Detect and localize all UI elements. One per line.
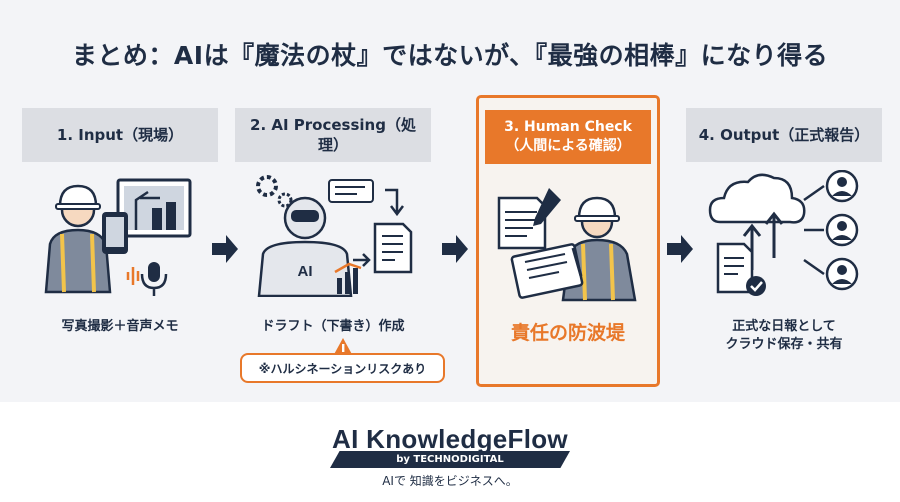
- ai-robot-illustration: AI: [256, 175, 413, 297]
- hallucination-warning: ※ハルシネーションリスクあり: [240, 353, 445, 383]
- step-4-caption: 正式な日報として クラウド保存・共有: [686, 318, 882, 354]
- step-4-header: 4. Output（正式報告）: [686, 108, 882, 162]
- human-review-illustration: [497, 188, 637, 302]
- worker-photo-illustration: [44, 178, 192, 296]
- step-4-caption-line2: クラウド保存・共有: [725, 337, 843, 353]
- step-4-caption-line1: 正式な日報として: [732, 319, 836, 334]
- arrow-right-icon: [442, 235, 468, 263]
- arrow-right-icon: [667, 235, 693, 263]
- arrow-right-icon: [212, 235, 238, 263]
- brand-name: AI KnowledgeFlow: [332, 424, 568, 454]
- step-2-header: 2. AI Processing（処理）: [235, 108, 431, 162]
- step-3-header-title: 3. Human Check: [504, 119, 632, 136]
- human-check-box: 3. Human Check （人間による確認） 責任の防波堤: [476, 95, 660, 387]
- step-1-caption: 写真撮影＋音声メモ: [61, 319, 179, 334]
- brand-tagline: AIで 知識をビジネスへ。: [382, 474, 518, 488]
- step-1-header: 1. Input（現場）: [22, 108, 218, 162]
- robot-ai-label: AI: [298, 263, 313, 280]
- step-2-caption: ドラフト（下書き）作成: [261, 319, 405, 334]
- cloud-sharing-illustration: [708, 170, 859, 296]
- brand-byline: by TECHNODIGITAL: [330, 451, 570, 468]
- step-3-header: 3. Human Check （人間による確認）: [485, 110, 651, 164]
- step-3-caption: 責任の防波堤: [510, 322, 625, 344]
- step-3-header-subtitle: （人間による確認）: [505, 138, 631, 154]
- page-title: まとめ：AIは『魔法の杖』ではないが、『最強の相棒』になり得る: [71, 41, 829, 70]
